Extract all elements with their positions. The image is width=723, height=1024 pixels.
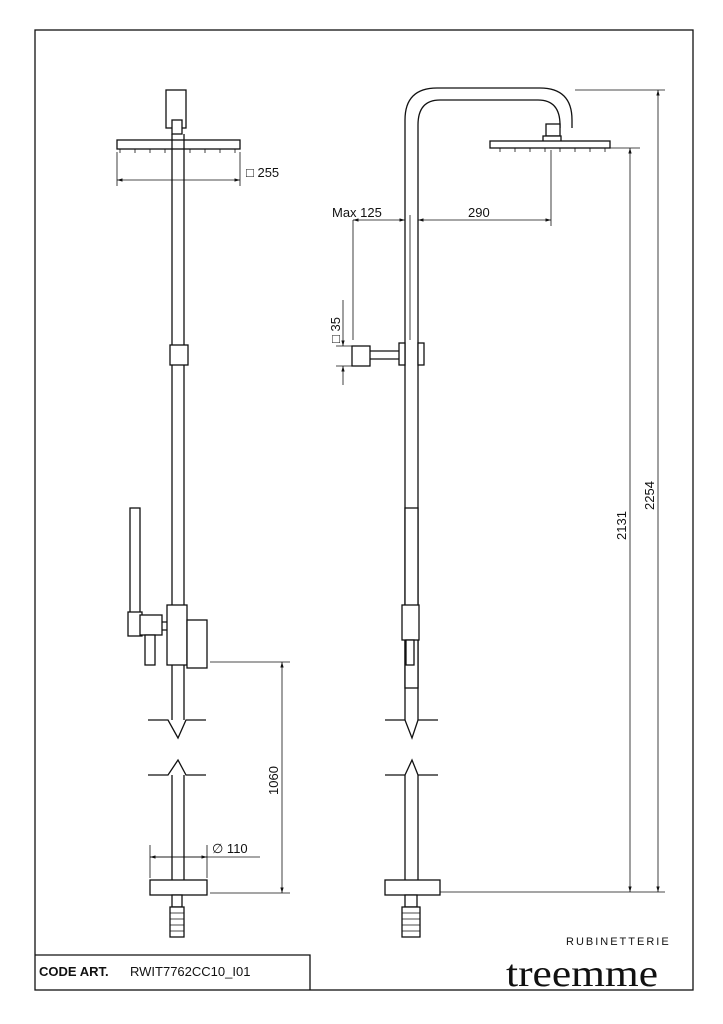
code-label: CODE ART. (39, 964, 109, 979)
dim-height-head: 2131 (614, 511, 629, 540)
dim-height-total: 2254 (642, 481, 657, 510)
dim-head-size: □ 255 (246, 165, 279, 180)
dim-arm-reach: 290 (468, 205, 490, 220)
dim-base-diameter: ∅ 110 (212, 841, 248, 856)
drawing-border (34, 29, 694, 991)
dim-mixer-height: 1060 (266, 766, 281, 795)
dim-wall-bracket: □ 35 (328, 317, 343, 343)
dim-max-arm: Max 125 (332, 205, 382, 220)
title-block-frame (35, 954, 311, 990)
code-value: RWIT7762CC10_I01 (130, 964, 250, 979)
brand-logo: treemme (506, 953, 658, 995)
front-view (116, 89, 290, 938)
side-view (336, 87, 665, 938)
brand-subtitle: RUBINETTERIE (566, 936, 671, 948)
